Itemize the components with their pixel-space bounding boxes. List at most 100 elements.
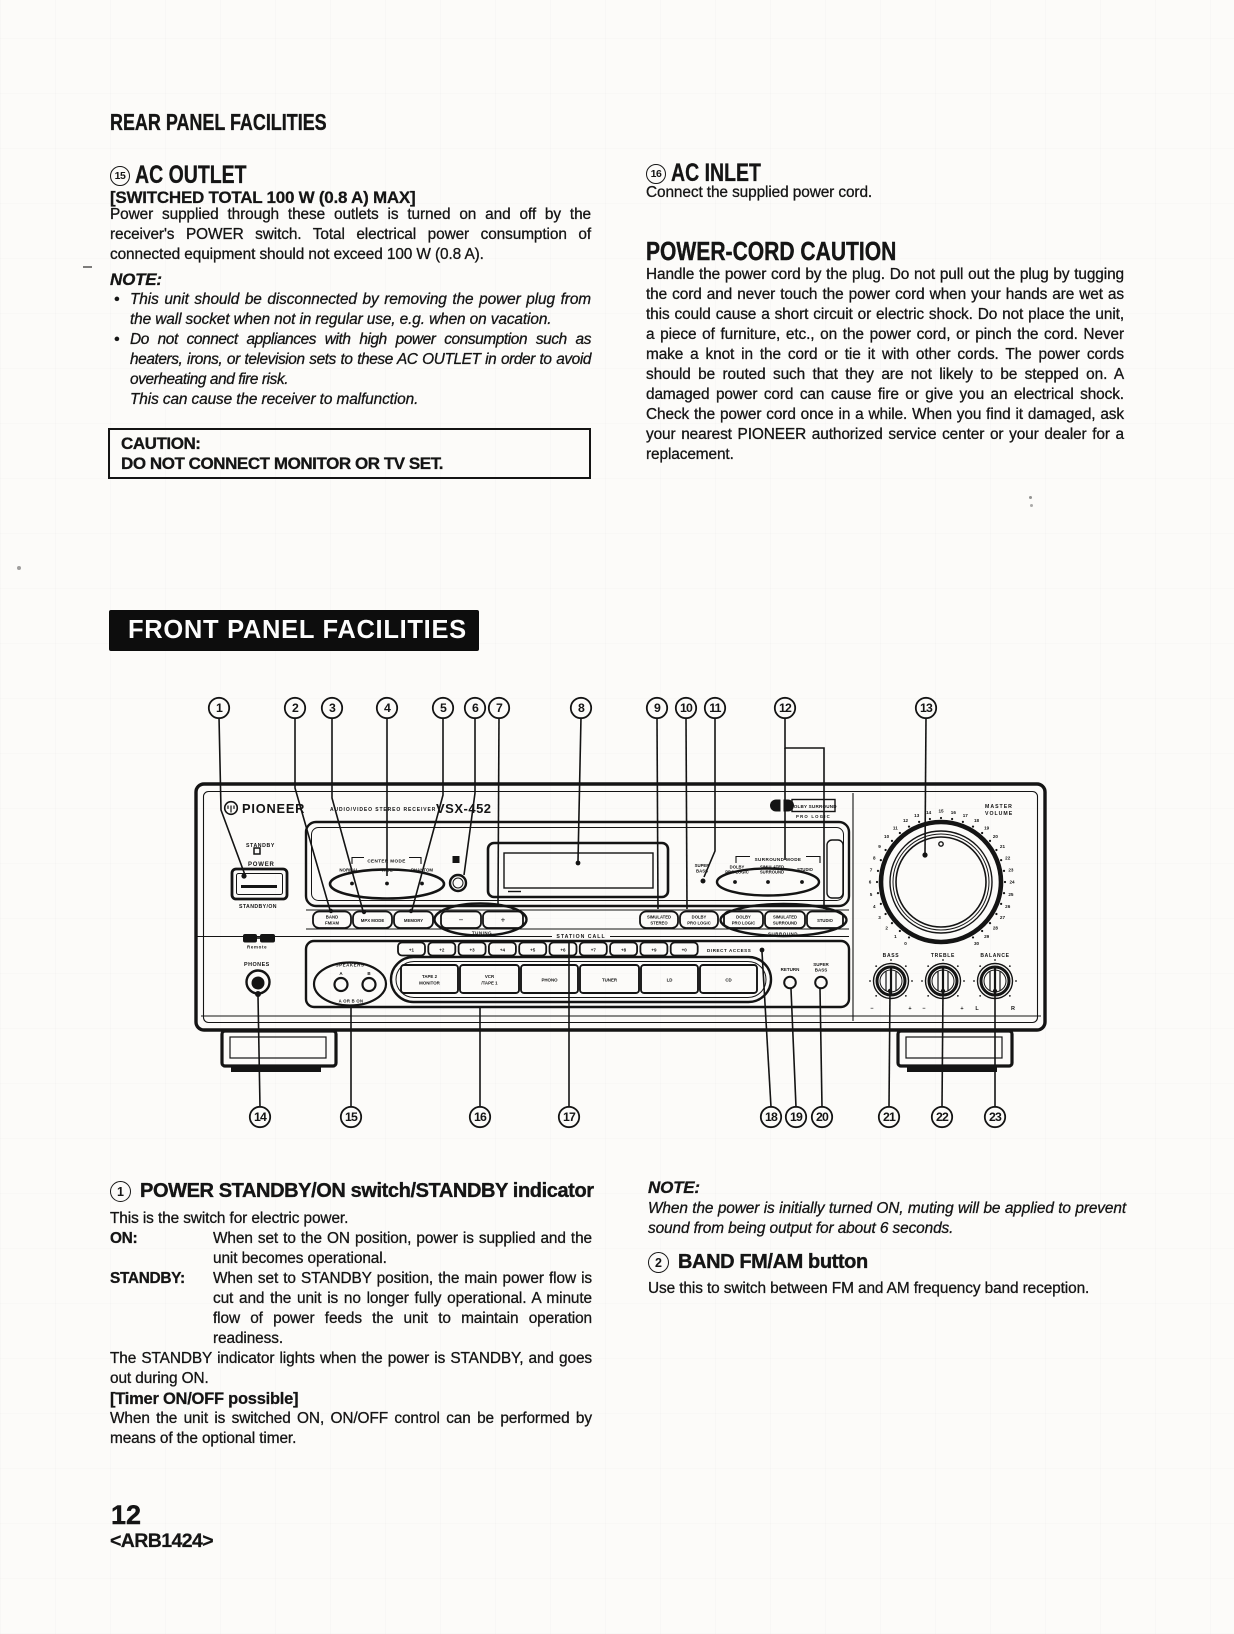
speaker-b-button[interactable] <box>361 976 377 993</box>
svg-text:12: 12 <box>779 701 792 715</box>
dolby-pro-logic-button[interactable]: DOLBY PRO LOGIC <box>679 910 719 929</box>
ac-inlet-heading: 16 AC INLET <box>646 159 786 188</box>
station-call-button-7[interactable]: +7 <box>578 941 608 957</box>
selector-button-cd[interactable]: CD <box>699 964 758 994</box>
tuning-up-button[interactable] <box>482 910 524 929</box>
direct-access: DIRECT ACCESS <box>707 947 765 953</box>
station-call-button-9[interactable]: +9 <box>639 941 669 957</box>
ac-inlet-body: Connect the supplied power cord. <box>646 184 873 201</box>
svg-text:26: 26 <box>1005 904 1011 909</box>
page-number: 12 <box>111 1500 142 1530</box>
station-call-button-8[interactable]: +8 <box>609 941 638 957</box>
station-call-button-6[interactable]: +6 <box>548 941 578 957</box>
svg-text:22: 22 <box>1005 855 1011 860</box>
selector-button-ld[interactable]: LD <box>640 964 699 994</box>
svg-text:17: 17 <box>563 1110 576 1124</box>
surround-dolby-button[interactable]: DOLBY PRO LOGIC <box>723 910 764 929</box>
scan-artifact <box>83 266 92 268</box>
band-label-2: FM/AM <box>325 921 340 926</box>
surround-simulated-button[interactable]: SIMULATED SURROUND <box>764 910 806 929</box>
volume-knob-ring <box>892 833 990 931</box>
station-call-button-4[interactable]: +4 <box>487 941 517 957</box>
leader-line <box>463 717 476 876</box>
svg-text:0: 0 <box>904 941 907 946</box>
front-panel-banner: FRONT PANEL FACILITIES <box>109 610 479 651</box>
speakers-note: A OR B ON <box>339 999 364 1004</box>
station-call-button-5[interactable]: +5 <box>518 941 548 957</box>
power-standby-heading: 1 POWER STANDBY/ON switch/STANDBY indica… <box>110 1180 594 1203</box>
mode-dot <box>420 881 424 886</box>
studio-button[interactable]: STUDIO <box>806 910 844 929</box>
power-standby-intro: This is the switch for electric power. <box>110 1209 349 1227</box>
return-button[interactable] <box>783 975 797 990</box>
selector-button-vcr[interactable]: VCR/TAPE 1 <box>459 964 520 994</box>
tuning-down-button[interactable] <box>440 910 482 929</box>
power-standby-title: POWER STANDBY/ON switch/STANDBY indicato… <box>140 1180 594 1202</box>
station-call-button-3[interactable]: +3 <box>457 941 487 957</box>
speakers-group: SPEAKERS A B A OR B ON <box>312 961 388 1007</box>
super-bass-button[interactable] <box>814 975 828 990</box>
svg-text:4: 4 <box>873 904 876 909</box>
selector-button-tuner[interactable]: TUNER <box>579 964 640 994</box>
band-button[interactable]: BAND FM/AM <box>312 910 352 929</box>
svg-text:3: 3 <box>878 915 881 920</box>
memory-button[interactable]: MEMORY <box>393 910 434 929</box>
power-button[interactable] <box>230 867 289 901</box>
svg-text:10: 10 <box>680 701 693 715</box>
surround-dolby-label-2: PRO LOGIC <box>732 921 756 926</box>
panel-end-cap <box>826 839 844 899</box>
caution-title: CAUTION: <box>121 434 201 453</box>
phones-jack[interactable]: PHONES <box>244 962 271 997</box>
mpx-mode-button[interactable]: MPX MODE <box>352 910 393 929</box>
dolby-label-2: PRO LOGIC <box>687 921 711 926</box>
tuning-label: TUNING <box>472 931 492 936</box>
callout-marker-11: 11 <box>703 696 727 720</box>
speaker-b-label: B <box>367 971 371 976</box>
station-call-button-1[interactable]: +1 <box>397 941 426 957</box>
svg-text:30: 30 <box>974 941 980 946</box>
receiver-front-panel-drawing: PIONEER AUDIO/VIDEO STEREO RECEIVER VSX-… <box>194 696 1047 1129</box>
selector-button-phono[interactable]: PHONO <box>520 964 579 994</box>
volume-knob[interactable] <box>878 819 1004 945</box>
speaker-a-button[interactable] <box>333 976 349 993</box>
power-button-inner <box>236 873 283 895</box>
bottom-note-body: When the power is initially turned ON, m… <box>648 1199 1126 1237</box>
leader-line <box>656 716 659 910</box>
leader-line <box>784 717 825 909</box>
mode-dot <box>766 880 770 884</box>
station-call-button-10[interactable]: +0 <box>669 941 699 957</box>
on-desc: When set to the ON position, power is su… <box>213 1229 592 1267</box>
on-term: ON: <box>110 1229 138 1247</box>
standby-indicator <box>253 847 261 855</box>
display-button[interactable] <box>448 873 468 893</box>
note-item: Do not connect appliances with high powe… <box>110 330 592 390</box>
lower-panel <box>304 939 851 1009</box>
leader-line <box>761 951 772 1108</box>
leader-line <box>411 717 444 911</box>
callout-marker-19: 19 <box>784 1105 808 1129</box>
tuning-oval <box>433 902 528 937</box>
direct-access-dot <box>759 947 765 953</box>
dolby-dd-icon <box>770 799 781 812</box>
band-body: Use this to switch between FM and AM fre… <box>648 1279 1090 1297</box>
simulated-stereo-button[interactable]: SIMULATED STEREO <box>639 910 679 929</box>
on-definition: ON: When set to the ON position, power i… <box>110 1229 592 1269</box>
speaker-a-label: A <box>339 971 343 976</box>
station-call-button-2[interactable]: +2 <box>427 941 457 957</box>
dolby-badge-text: DOLBY SURROUND <box>790 804 837 809</box>
direct-access-label: DIRECT ACCESS <box>707 948 751 953</box>
callout-marker-10: 10 <box>674 696 698 720</box>
note-block: This unit should be disconnected by remo… <box>110 290 592 410</box>
svg-text:13: 13 <box>920 701 933 715</box>
svg-text:8: 8 <box>578 701 585 715</box>
callout-marker-2: 2 <box>283 696 307 720</box>
power-cluster: STANDBY POWER STANDBY/ON <box>230 843 289 910</box>
svg-text:8: 8 <box>873 855 876 860</box>
note-label: NOTE: <box>110 270 162 289</box>
callout-marker-13: 13 <box>914 696 938 720</box>
ac-inlet-title: AC INLET <box>671 159 761 187</box>
super-bass-btn-label-2: BASS <box>815 968 828 973</box>
surround-mode-selector[interactable] <box>715 867 821 897</box>
